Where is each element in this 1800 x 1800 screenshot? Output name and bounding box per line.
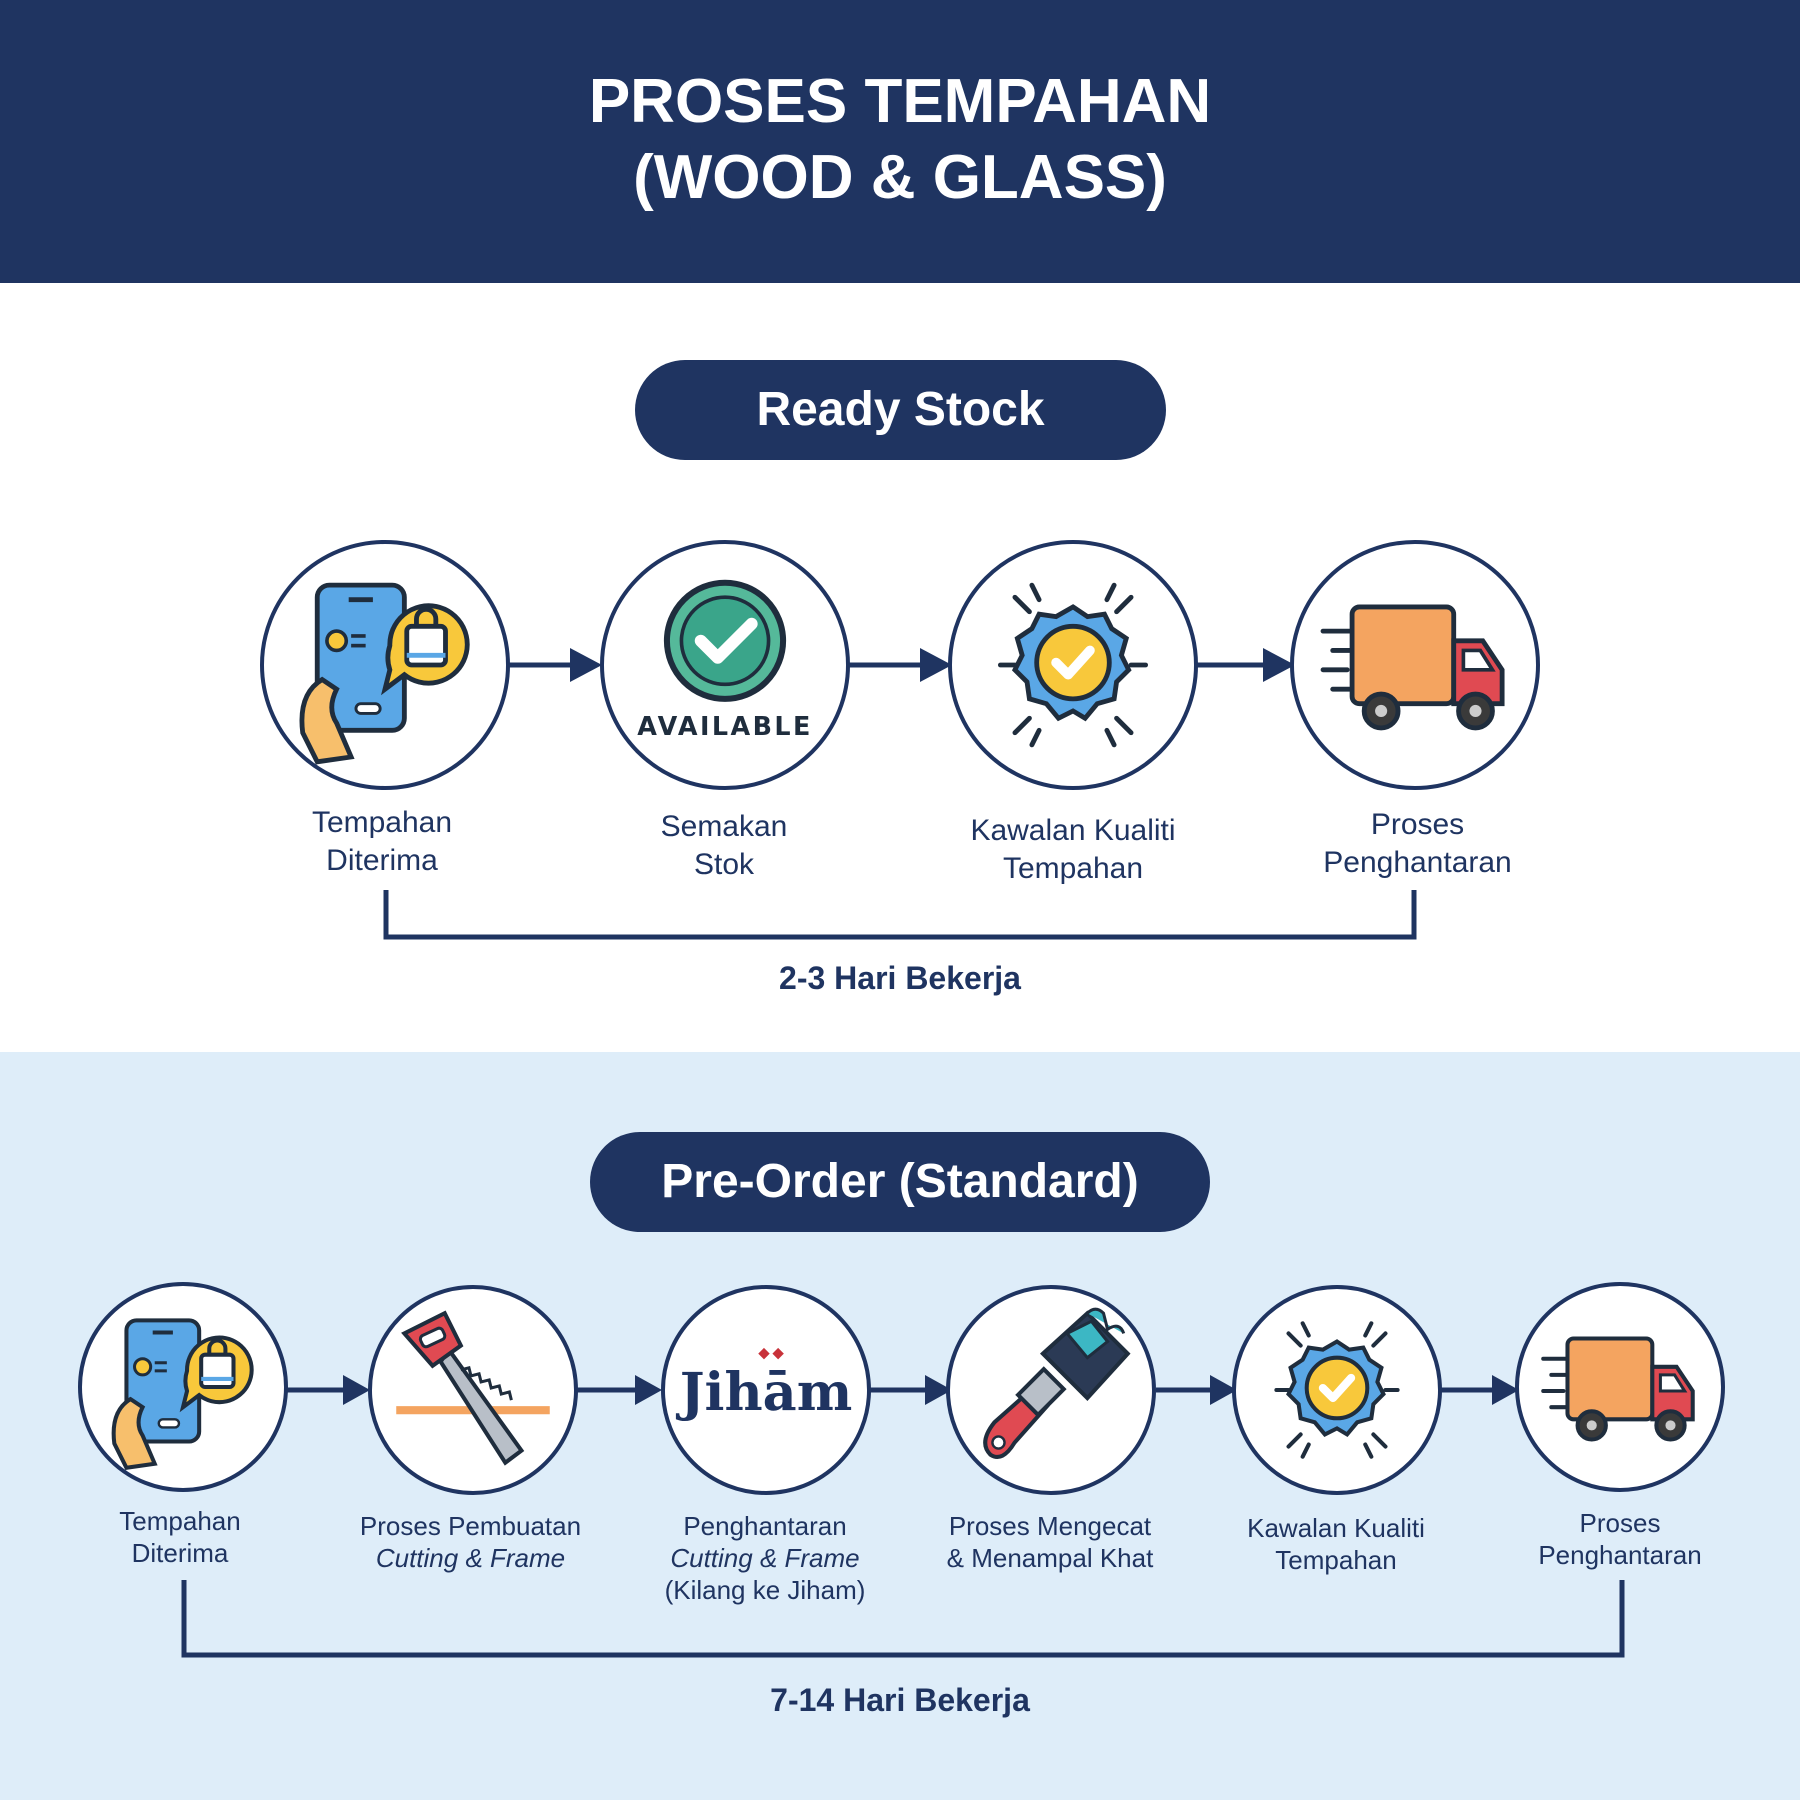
pre-order-step-6-line-1: Proses bbox=[1579, 1508, 1661, 1538]
pre-order-step-4-line-2: & Menampal Khat bbox=[946, 1543, 1154, 1573]
ready-stock-step-2-line-1: Semakan bbox=[660, 810, 788, 843]
pre-order-step-2-line-2: Cutting & Frame bbox=[375, 1543, 566, 1573]
pre-order-step-2-node bbox=[368, 1285, 578, 1495]
header-band bbox=[0, 0, 1800, 283]
paint-brush-icon bbox=[983, 1307, 1131, 1459]
ready-stock-step-3-line-1: Kawalan Kualiti bbox=[970, 814, 1176, 847]
ready-stock-step-2-node: AVAILABLE bbox=[600, 540, 850, 790]
pre-order-duration: 7-14 Hari Bekerja bbox=[770, 1682, 1030, 1718]
pre-order-heading: Pre-Order (Standard) bbox=[590, 1132, 1210, 1232]
pre-order-step-5-line-1: Kawalan Kualiti bbox=[1247, 1513, 1425, 1543]
ready-stock-step-3-node bbox=[948, 540, 1198, 790]
ready-stock-step-2-label: Semakan Stok bbox=[574, 808, 874, 884]
pre-order-step-6-node bbox=[1515, 1282, 1725, 1492]
delivery-truck-icon bbox=[1541, 1336, 1695, 1442]
pre-order-step-6-label: Proses Penghantaran bbox=[1490, 1507, 1750, 1571]
ready-stock-step-4-line-1: Proses bbox=[1370, 808, 1465, 841]
pre-order-step-4-node bbox=[946, 1285, 1156, 1495]
ready-stock-step-4-line-2: Penghantaran bbox=[1323, 846, 1512, 879]
saw-icon bbox=[396, 1310, 550, 1466]
pre-order-heading-text: Pre-Order (Standard) bbox=[661, 1155, 1139, 1208]
pre-order-step-3-line-1: Penghantaran bbox=[683, 1511, 847, 1541]
ready-stock-duration: 2-3 Hari Bekerja bbox=[779, 960, 1021, 996]
quality-badge-icon bbox=[1274, 1321, 1400, 1459]
ready-stock-step-4-label: Proses Penghantaran bbox=[1245, 806, 1590, 882]
pre-order-step-4-label: Proses Mengecat & Menampal Khat bbox=[905, 1510, 1195, 1574]
page-title: PROSES TEMPAHAN (WOOD & GLASS) bbox=[0, 64, 1800, 216]
pre-order-step-3-label: Penghantaran Cutting & Frame (Kilang ke … bbox=[625, 1510, 905, 1606]
pre-order-step-1-label: Tempahan Diterima bbox=[60, 1505, 300, 1569]
phone-shopping-bag-icon bbox=[299, 582, 470, 765]
ready-stock-step-2-line-2: Stok bbox=[693, 848, 755, 881]
title-line-1: PROSES TEMPAHAN bbox=[588, 67, 1212, 136]
ready-stock-heading-text: Ready Stock bbox=[756, 383, 1045, 436]
pre-order-step-2-line-1: Proses Pembuatan bbox=[359, 1511, 582, 1541]
ready-stock-step-1-line-2: Diterima bbox=[326, 844, 438, 877]
ready-stock-step-3-line-2: Tempahan bbox=[1002, 852, 1144, 885]
pre-order-step-1-node bbox=[78, 1282, 288, 1492]
delivery-truck-icon bbox=[1320, 604, 1505, 731]
pre-order-step-1-line-2: Diterima bbox=[131, 1538, 229, 1568]
ready-stock-step-1-label: Tempahan Diterima bbox=[232, 804, 532, 880]
ready-stock-step-3-label: Kawalan Kualiti Tempahan bbox=[898, 812, 1248, 888]
pre-order-step-4-line-1: Proses Mengecat bbox=[948, 1511, 1152, 1541]
pre-order-step-5-node bbox=[1232, 1285, 1442, 1495]
available-check-icon: AVAILABLE bbox=[637, 579, 813, 741]
available-badge-text: AVAILABLE bbox=[637, 711, 813, 741]
pre-order-step-3-line-2: Cutting & Frame bbox=[670, 1543, 860, 1573]
quality-badge-icon bbox=[997, 582, 1149, 748]
title-line-2: (WOOD & GLASS) bbox=[633, 143, 1167, 212]
pre-order-step-6-line-2: Penghantaran bbox=[1538, 1540, 1702, 1570]
pre-order-step-1-line-1: Tempahan bbox=[119, 1506, 241, 1536]
ready-stock-step-4-node bbox=[1290, 540, 1540, 790]
pre-order-step-5-label: Kawalan Kualiti Tempahan bbox=[1200, 1512, 1472, 1576]
jiham-logo-text: Jihām bbox=[676, 1362, 853, 1423]
pre-order-step-2-label: Proses Pembuatan Cutting & Frame bbox=[328, 1510, 613, 1574]
phone-shopping-bag-icon bbox=[111, 1318, 254, 1471]
pre-order-step-3-node: Jihām bbox=[661, 1285, 871, 1495]
ready-stock-step-1-line-1: Tempahan bbox=[311, 806, 453, 839]
pre-order-step-3-line-3: (Kilang ke Jiham) bbox=[664, 1575, 866, 1605]
pre-order-step-5-line-2: Tempahan bbox=[1275, 1545, 1397, 1575]
ready-stock-step-1-node bbox=[260, 540, 510, 790]
jiham-logo-icon: Jihām bbox=[676, 1347, 853, 1423]
ready-stock-heading: Ready Stock bbox=[635, 360, 1166, 460]
